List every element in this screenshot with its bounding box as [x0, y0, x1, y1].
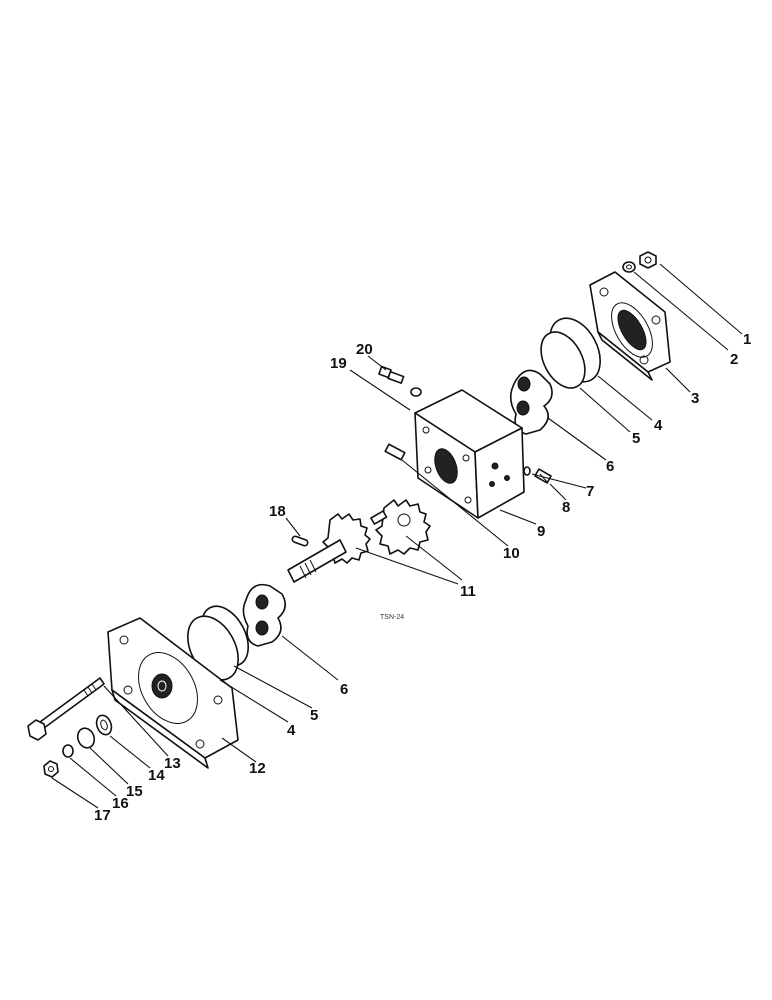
part-screw-8	[534, 468, 552, 484]
part-screw-20	[378, 365, 405, 384]
part-nut-17	[43, 760, 59, 778]
leader-11b	[355, 547, 459, 585]
leader-6a	[547, 417, 607, 461]
leader-15	[89, 747, 129, 785]
callout-20: 20	[356, 341, 373, 358]
callout-2: 2	[730, 351, 738, 368]
part-end-cover-12	[107, 617, 239, 769]
callout-3: 3	[691, 390, 699, 407]
leader-19	[349, 369, 411, 411]
part-bushing-block-6-left	[242, 583, 286, 647]
leader-13	[103, 685, 169, 757]
part-seal-14	[95, 714, 113, 736]
callout-11: 11	[460, 583, 476, 600]
callout-1: 1	[743, 331, 751, 348]
leader-14	[109, 735, 151, 769]
leader-18	[285, 517, 301, 537]
leader-7	[531, 473, 587, 489]
part-gear-11-upper	[370, 499, 431, 555]
callout-15: 15	[126, 783, 143, 800]
leader-17	[51, 777, 99, 809]
part-ring-5-right	[540, 331, 586, 389]
callout-18: 18	[269, 503, 286, 520]
callout-16: 16	[112, 795, 129, 812]
part-bushing-block-6-right	[509, 369, 553, 435]
leader-3	[665, 367, 691, 393]
callout-9: 9	[537, 523, 545, 540]
part-nut-1	[639, 251, 657, 269]
part-key-18	[291, 535, 309, 547]
callout-7: 7	[586, 483, 594, 500]
callout-10: 10	[503, 545, 520, 562]
leader-16	[69, 757, 117, 797]
part-gear-11-lower-shaft	[287, 513, 371, 583]
leader-2	[633, 271, 729, 351]
leader-5b	[233, 665, 313, 709]
leader-6b	[281, 635, 339, 681]
callout-13: 13	[164, 755, 181, 772]
leader-20	[367, 355, 387, 371]
part-washer-19	[410, 387, 422, 397]
callout-4b: 4	[287, 722, 296, 739]
leader-12	[221, 737, 257, 763]
leader-11a	[405, 535, 463, 581]
part-washer-7	[523, 466, 531, 476]
part-bolt-13	[27, 677, 105, 741]
callout-5b: 5	[310, 707, 318, 724]
callout-14: 14	[148, 767, 165, 784]
part-washer-16	[62, 744, 74, 758]
callout-6b: 6	[340, 681, 348, 698]
leader-lines	[51, 263, 743, 809]
callout-6: 6	[606, 458, 614, 475]
callout-19: 19	[330, 355, 347, 372]
callout-17: 17	[94, 807, 111, 824]
figure-code: TSN-24	[380, 614, 404, 621]
callout-5: 5	[632, 430, 640, 447]
leader-9	[499, 509, 537, 525]
callout-12: 12	[249, 760, 266, 777]
leader-5a	[579, 387, 631, 433]
leader-4b	[219, 679, 289, 723]
part-ring-15	[76, 727, 96, 749]
leader-10	[401, 459, 509, 547]
callout-4: 4	[654, 417, 663, 434]
leader-4a	[597, 375, 653, 421]
callout-labels: 1 2 3 4 5 6 7 8 9 10 11 18 19 20 6 5 4 1…	[94, 331, 751, 824]
part-pump-body-9	[414, 389, 525, 519]
part-washer-2	[622, 261, 636, 273]
leader-1	[659, 263, 743, 335]
leader-8	[549, 483, 567, 501]
callout-8: 8	[562, 499, 570, 516]
part-dowel-10	[384, 443, 406, 461]
part-end-cover-3	[589, 271, 671, 381]
